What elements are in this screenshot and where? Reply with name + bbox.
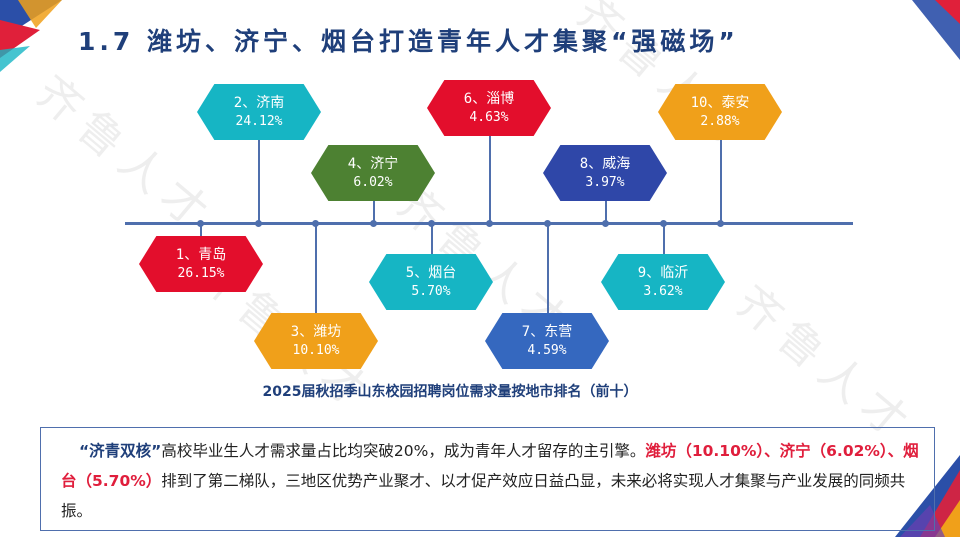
stem-1 bbox=[200, 223, 202, 237]
city-node-1: 1、青岛 26.15% bbox=[139, 236, 263, 292]
axis-dot-5 bbox=[428, 220, 435, 227]
city-node-9: 9、临沂 3.62% bbox=[601, 254, 725, 310]
page-title: 1.7 潍坊、济宁、烟台打造青年人才集聚“强磁场” bbox=[78, 27, 739, 56]
stem-5 bbox=[431, 223, 433, 256]
city-name: 7、东营 bbox=[521, 323, 573, 340]
city-share: 3.62% bbox=[643, 283, 683, 299]
stem-10 bbox=[720, 135, 722, 223]
city-name: 9、临沂 bbox=[637, 264, 689, 281]
axis-dot-4 bbox=[370, 220, 377, 227]
city-share: 6.02% bbox=[353, 174, 393, 190]
summary-textbox: “济青双核”高校毕业生人才需求量占比均突破20%，成为青年人才留存的主引擎。潍坊… bbox=[40, 427, 935, 531]
stem-8 bbox=[605, 195, 607, 223]
highlight-cities: 潍坊（10.10%）、济宁（6.02%）、烟台（5.70%） bbox=[61, 442, 919, 490]
city-name: 3、潍坊 bbox=[290, 323, 342, 340]
stem-2 bbox=[258, 138, 260, 224]
city-name: 4、济宁 bbox=[347, 155, 399, 172]
city-share: 24.12% bbox=[235, 113, 283, 129]
axis-dot-9 bbox=[660, 220, 667, 227]
stem-6 bbox=[489, 132, 491, 223]
lead-phrase: “济青双核” bbox=[79, 442, 162, 460]
stem-3 bbox=[315, 223, 317, 315]
city-node-6: 6、淄博 4.63% bbox=[427, 80, 551, 136]
city-share: 2.88% bbox=[700, 113, 740, 129]
axis-dot-6 bbox=[486, 220, 493, 227]
axis-dot-1 bbox=[197, 220, 204, 227]
city-node-10: 10、泰安 2.88% bbox=[658, 84, 782, 140]
axis-dot-7 bbox=[544, 220, 551, 227]
city-share: 26.15% bbox=[177, 265, 225, 281]
city-name: 6、淄博 bbox=[463, 90, 515, 107]
city-share: 3.97% bbox=[585, 174, 625, 190]
city-share: 4.63% bbox=[469, 109, 509, 125]
stem-7 bbox=[547, 223, 549, 315]
summary-part-1: 高校毕业生人才需求量占比均突破20%，成为青年人才留存的主引擎。 bbox=[161, 442, 646, 460]
city-name: 2、济南 bbox=[233, 94, 285, 111]
city-name: 5、烟台 bbox=[405, 264, 457, 281]
stem-4 bbox=[373, 195, 375, 223]
city-name: 1、青岛 bbox=[175, 246, 227, 263]
city-name: 10、泰安 bbox=[690, 94, 750, 111]
diagram-caption: 2025届秋招季山东校园招聘岗位需求量按地市排名（前十） bbox=[262, 384, 638, 400]
stem-9 bbox=[663, 223, 665, 256]
summary-part-2: 排到了第二梯队，三地区优势产业聚才、以才促产效应日益凸显，未来必将实现人才集聚与… bbox=[61, 472, 906, 520]
city-node-5: 5、烟台 5.70% bbox=[369, 254, 493, 310]
city-share: 10.10% bbox=[292, 342, 340, 358]
city-node-7: 7、东营 4.59% bbox=[485, 313, 609, 369]
axis-dot-3 bbox=[312, 220, 319, 227]
axis-dot-10 bbox=[717, 220, 724, 227]
axis-dot-2 bbox=[255, 220, 262, 227]
city-node-8: 8、威海 3.97% bbox=[543, 145, 667, 201]
city-node-2: 2、济南 24.12% bbox=[197, 84, 321, 140]
city-share: 5.70% bbox=[411, 283, 451, 299]
city-share: 4.59% bbox=[527, 342, 567, 358]
city-node-4: 4、济宁 6.02% bbox=[311, 145, 435, 201]
city-node-3: 3、潍坊 10.10% bbox=[254, 313, 378, 369]
axis-dot-8 bbox=[602, 220, 609, 227]
city-name: 8、威海 bbox=[579, 155, 631, 172]
